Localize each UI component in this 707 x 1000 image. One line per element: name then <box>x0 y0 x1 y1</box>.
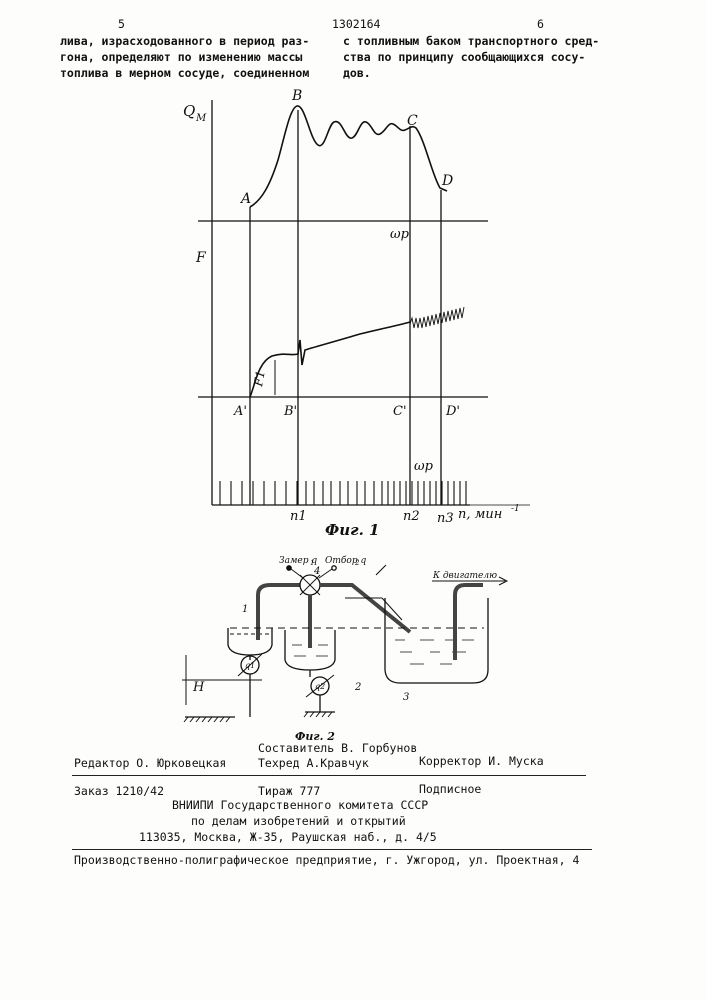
footer-editor: Редактор О. Юрковецкая <box>74 756 226 770</box>
footer-address: 113035, Москва, Ж-35, Раушская наб., д. … <box>139 830 437 844</box>
footer-compiler: Составитель В. Горбунов <box>258 741 417 755</box>
footer-circulation: Тираж 777 <box>258 784 320 798</box>
footer-corrector: Корректор И. Муска <box>419 754 544 768</box>
vessel-1 <box>228 628 272 655</box>
fig2-label-take-sub: 2 <box>354 559 360 567</box>
fig2-part-3: 3 <box>403 692 409 703</box>
fig2-label-h: H <box>192 680 205 695</box>
fig2-part-4: 4 <box>313 566 320 577</box>
fig2-gauge-q1: q1 <box>245 661 255 670</box>
footer-order: Заказ 1210/42 <box>74 784 164 798</box>
fig2-part-2: 2 <box>354 682 361 693</box>
footer-rule <box>72 849 592 850</box>
fig2-diagram: Замер q 1 Отбор q 2 К двигателю H 1 2 3 … <box>0 0 707 760</box>
fig2-gauge-q2: q2 <box>315 682 325 691</box>
footer-org-line1: ВНИИПИ Государственного комитета СССР <box>172 798 428 812</box>
footer-rule <box>72 775 586 776</box>
footer-org-line2: по делам изобретений и открытий <box>191 814 406 828</box>
footer-subscription: Подписное <box>419 782 481 796</box>
footer-printer: Производственно-полиграфическое предприя… <box>74 853 579 867</box>
fig2-label-to-engine: К двигателю <box>432 571 497 581</box>
footer-techred: Техред А.Кравчук <box>258 756 369 770</box>
tank-3 <box>385 598 488 683</box>
fig2-label-take: Отбор q <box>325 555 366 566</box>
fig2-part-1: 1 <box>242 604 248 615</box>
